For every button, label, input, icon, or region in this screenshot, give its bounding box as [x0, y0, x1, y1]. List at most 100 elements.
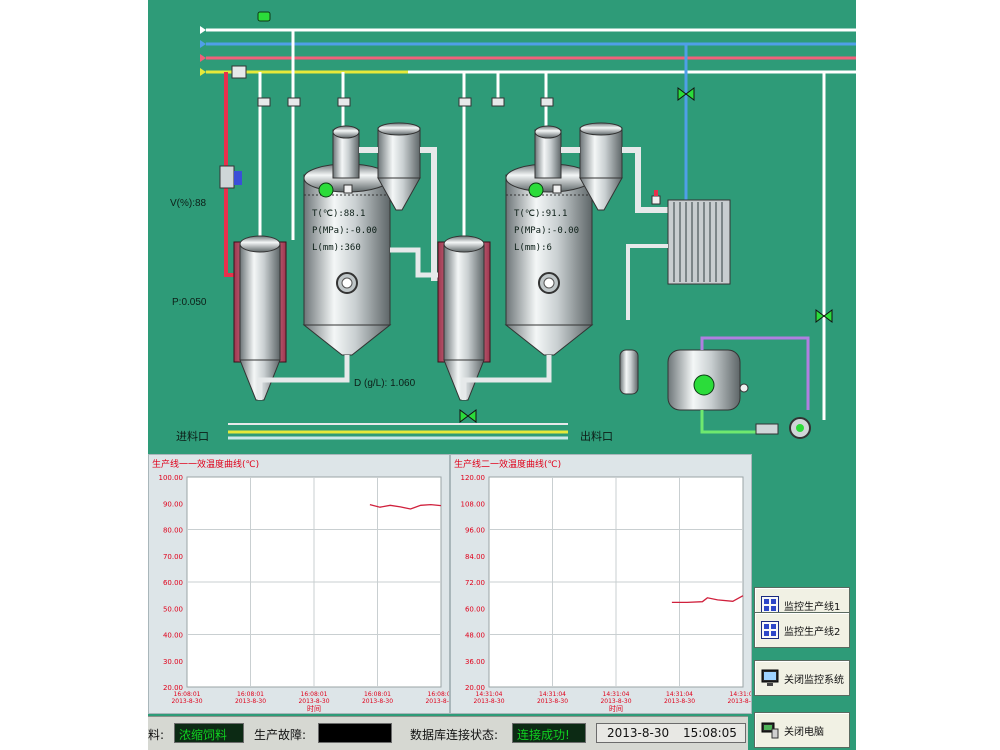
chart-line2-temperature: 生产线二一效温度曲线(℃) 120.00 108.00 96.00 84.00 72.0… [450, 454, 752, 714]
y-tick-label: 40.00 [163, 632, 183, 640]
x-tick-label: 2013-8-30 [727, 698, 751, 705]
x-axis-label: 时间 [609, 704, 623, 713]
x-tick-label: 16:08:01 [301, 691, 328, 698]
x-tick-label: 2013-8-30 [537, 698, 568, 705]
valves [231, 65, 833, 423]
fault-value-box [318, 723, 392, 743]
inlet-label: 进料口 [176, 430, 209, 443]
chart-line1-temperature: 生产线一一效温度曲线(℃) 100.00 90.00 80.00 70.00 60.00… [148, 454, 450, 714]
monitor-line1-label: 监控生产线1 [784, 601, 841, 613]
x-tick-label: 16:08:01 [237, 691, 264, 698]
y-tick-label: 120.00 [461, 474, 486, 482]
y-tick-label: 84.00 [465, 553, 485, 561]
feed-label: 料: [148, 728, 165, 742]
grid-icon [761, 596, 779, 614]
density-label: D (g/L): 1.060 [354, 378, 416, 389]
chart1-plot: 100.00 90.00 80.00 70.00 60.00 50.00 40.00 30.0… [159, 474, 450, 713]
bottom-pipe-1 [257, 355, 350, 400]
y-tick-label: 108.00 [461, 500, 486, 508]
x-tick-label: 2013-8-30 [664, 698, 695, 705]
fault-label: 生产故障: [254, 728, 307, 742]
y-tick-label: 100.00 [159, 474, 184, 482]
x-tick-label: 16:08:01 [364, 691, 391, 698]
db-status-box: 连接成功! [512, 723, 586, 743]
v-percent-label: V(%):88 [170, 198, 207, 209]
transfer-pipe [390, 247, 438, 278]
date-value: 2013-8-30 [607, 726, 670, 740]
preheater-1 [233, 235, 287, 401]
y-tick-label: 20.00 [465, 684, 485, 692]
x-tick-label: 14:31:04 [476, 691, 503, 698]
evaporator-1 [302, 125, 392, 356]
y-tick-label: 90.00 [163, 500, 183, 508]
y-tick-label: 80.00 [163, 527, 183, 535]
x-tick-label: 14:31:04 [666, 691, 693, 698]
shutdown-pc-label: 关闭电脑 [784, 726, 824, 738]
y-tick-label: 72.00 [465, 579, 485, 587]
x-tick-label: 14:31:04 [730, 691, 751, 698]
x-tick-label: 2013-8-30 [235, 698, 266, 705]
vapor-pipe-2b [622, 147, 668, 213]
x-tick-label: 2013-8-30 [298, 698, 329, 705]
close-monitor-system-button[interactable]: 关闭监控系统 [754, 660, 850, 696]
x-tick-label: 2013-8-30 [171, 698, 202, 705]
x-tick-label: 16:08:01 [174, 691, 201, 698]
separator-2 [579, 122, 623, 211]
monitor-line2-button[interactable]: 监控生产线2 [754, 612, 850, 648]
x-tick-label: 2013-8-30 [362, 698, 393, 705]
time-value: 15:08:05 [683, 726, 737, 740]
y-tick-label: 20.00 [163, 684, 183, 692]
y-tick-label: 60.00 [163, 579, 183, 587]
process-diagram [200, 11, 856, 440]
chart1-title: 生产线一一效温度曲线(℃) [152, 460, 260, 470]
chart2-plot: 120.00 108.00 96.00 84.00 72.00 60.00 48.00 36.… [461, 474, 752, 713]
chart2-title: 生产线二一效温度曲线(℃) [454, 460, 562, 470]
effect1-pressure: P(MPa):-0.00 [312, 226, 378, 236]
condenser [651, 190, 731, 285]
y-tick-label: 70.00 [163, 553, 183, 561]
x-tick-label: 2013-8-30 [473, 698, 504, 705]
header-pipes [200, 11, 856, 76]
outlet-label: 出料口 [580, 430, 613, 443]
y-tick-label: 30.00 [163, 658, 183, 666]
effect1-temp: T(℃):88.1 [312, 209, 366, 219]
shutdown-pc-button[interactable]: 关闭电脑 [754, 712, 850, 748]
monitor-icon [761, 669, 779, 686]
db-status-value: 连接成功! [517, 728, 570, 742]
close-monitor-system-label: 关闭监控系统 [784, 674, 844, 686]
monitoring-app: V(%):88 P:0.050 D (g/L): 1.060 进料口 出料口 T… [148, 0, 856, 750]
db-status-label: 数据库连接状态: [410, 728, 499, 742]
computer-icon [761, 722, 779, 739]
effect2-pressure: P(MPa):-0.00 [514, 226, 580, 236]
x-tick-label: 16:08:01 [428, 691, 449, 698]
y-tick-label: 50.00 [163, 605, 183, 613]
effect1-level: L(mm):360 [312, 243, 361, 253]
preheater-2 [437, 235, 491, 401]
y-tick-label: 48.00 [465, 632, 485, 640]
grid-icon [761, 621, 779, 639]
y-tick-label: 60.00 [465, 605, 485, 613]
receiver-tank [667, 349, 749, 411]
effect2-level: L(mm):6 [514, 243, 552, 253]
feed-value-box: 浓缩饲料 [174, 723, 244, 743]
bottom-pipe-2 [461, 355, 552, 400]
separator-1 [377, 122, 421, 211]
series-line [369, 503, 442, 510]
x-tick-label: 14:31:04 [539, 691, 566, 698]
x-tick-label: 14:31:04 [603, 691, 630, 698]
effect2-temp: T(℃):91.1 [514, 209, 568, 219]
pump [755, 417, 811, 439]
small-separator [619, 349, 639, 395]
series-line [671, 595, 744, 604]
x-tick-label: 2013-8-30 [600, 698, 631, 705]
y-tick-label: 96.00 [465, 527, 485, 535]
pressure-label: P:0.050 [172, 297, 207, 308]
status-bar: 料: 浓缩饲料 生产故障: 数据库连接状态: 连接成功! 2013-8-30 1… [148, 716, 748, 750]
feed-value: 浓缩饲料 [179, 728, 228, 742]
evaporator-2 [504, 125, 594, 356]
y-tick-label: 36.00 [465, 658, 485, 666]
x-tick-label: 2013-8-30 [425, 698, 449, 705]
x-axis-label: 时间 [307, 704, 321, 713]
datetime-box: 2013-8-30 15:08:05 [596, 723, 746, 743]
